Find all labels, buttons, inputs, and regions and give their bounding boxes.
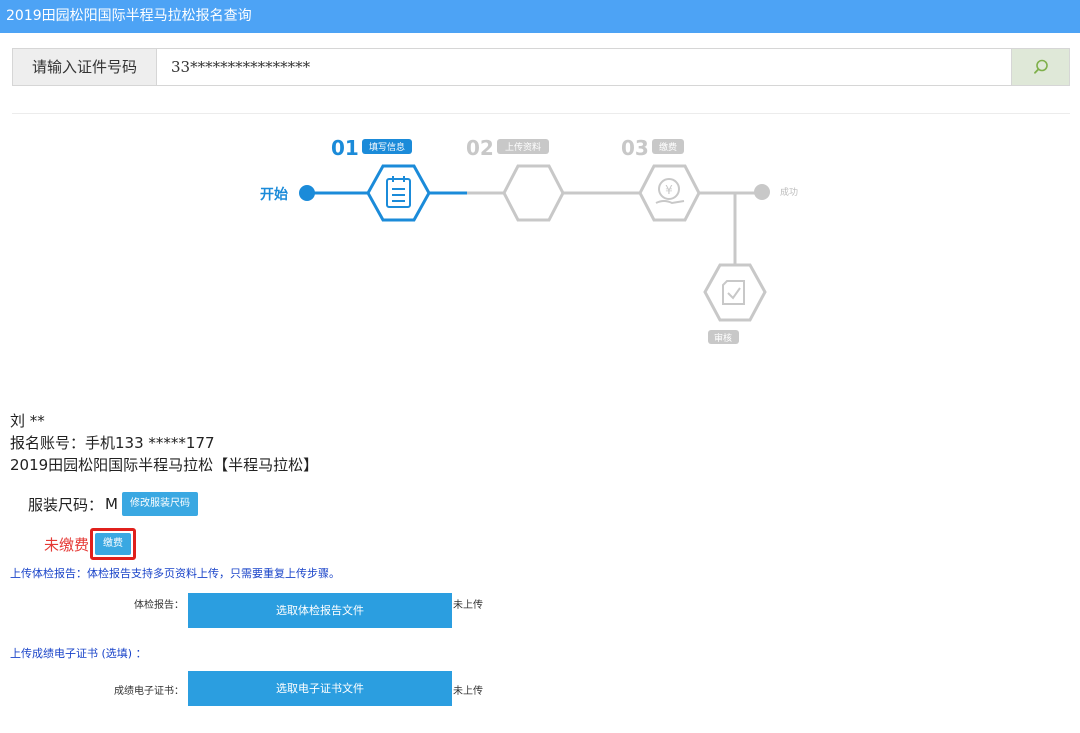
success-dot xyxy=(754,184,770,200)
review-tag-bg xyxy=(708,330,739,344)
id-number-input[interactable] xyxy=(157,49,1011,85)
svg-text:¥: ¥ xyxy=(665,183,673,197)
payment-icon: ¥ xyxy=(655,178,685,205)
id-search-bar: 请输入证件号码 xyxy=(12,48,1070,86)
step2-hexagon xyxy=(502,164,565,222)
step1-tag-bg xyxy=(362,139,412,154)
step3-tag: 缴费 xyxy=(659,141,677,153)
size-label: 服装尺码： xyxy=(28,495,104,514)
select-certificate-button[interactable]: 选取电子证书文件 xyxy=(188,671,452,706)
divider xyxy=(12,113,1070,114)
review-check-icon xyxy=(722,280,745,305)
step3-hexagon xyxy=(638,164,701,222)
payment-status: 未缴费 xyxy=(44,535,90,554)
medical-report-note: 上传体检报告：体检报告支持多页资料上传，只需要重复上传步骤。 xyxy=(10,567,340,580)
certificate-status: 未上传 xyxy=(453,686,483,697)
step1-hexagon xyxy=(366,164,431,222)
certificate-label: 成绩电子证书： xyxy=(114,686,184,697)
success-label: 成功 xyxy=(780,186,798,198)
form-icon xyxy=(386,176,411,208)
registrant-name: 刘 ** xyxy=(10,412,45,430)
registrant-info: 刘 ** 报名账号：手机133 *****177 2019田园松阳国际半程马拉松… xyxy=(10,410,318,476)
pay-button-highlight: 缴费 xyxy=(90,528,137,560)
page-title: 2019田园松阳国际半程马拉松报名查询 xyxy=(6,8,252,24)
event-name: 2019田园松阳国际半程马拉松【半程马拉松】 xyxy=(10,456,319,474)
medical-report-label: 体检报告： xyxy=(134,600,184,611)
certificate-note: 上传成绩电子证书 (选填) ： xyxy=(10,647,147,660)
step1-tag: 填写信息 xyxy=(369,141,405,153)
registration-account: 报名账号：手机133 *****177 xyxy=(10,434,215,452)
step2-tag-bg xyxy=(497,139,549,154)
start-label: 开始 xyxy=(260,186,288,203)
payment-row: 未缴费 缴费 xyxy=(44,528,137,560)
step2-tag: 上传资料 xyxy=(505,141,541,153)
medical-report-status: 未上传 xyxy=(453,600,483,611)
review-hexagon xyxy=(703,263,767,322)
select-medical-report-button[interactable]: 选取体检报告文件 xyxy=(188,593,452,628)
clothing-size-row: 服装尺码： M 修改服装尺码 xyxy=(28,492,198,516)
start-dot xyxy=(299,185,315,201)
step3-tag-bg xyxy=(652,139,684,154)
modify-size-button[interactable]: 修改服装尺码 xyxy=(121,492,198,516)
step3-number: 03 xyxy=(621,136,649,160)
pay-button[interactable]: 缴费 xyxy=(95,533,132,555)
review-label: 审核 xyxy=(714,332,732,344)
step1-number: 01 xyxy=(331,136,359,160)
step2-number: 02 xyxy=(466,136,494,160)
size-value: M xyxy=(105,495,118,513)
registration-progress: 开始 01 填写信息 02 上传资料 03 缴费 ¥ 成功 审核 xyxy=(260,136,798,344)
page-header: 2019田园松阳国际半程马拉松报名查询 xyxy=(0,0,1080,33)
search-icon xyxy=(1033,59,1048,74)
search-label: 请输入证件号码 xyxy=(13,49,157,85)
search-button[interactable] xyxy=(1011,49,1069,85)
